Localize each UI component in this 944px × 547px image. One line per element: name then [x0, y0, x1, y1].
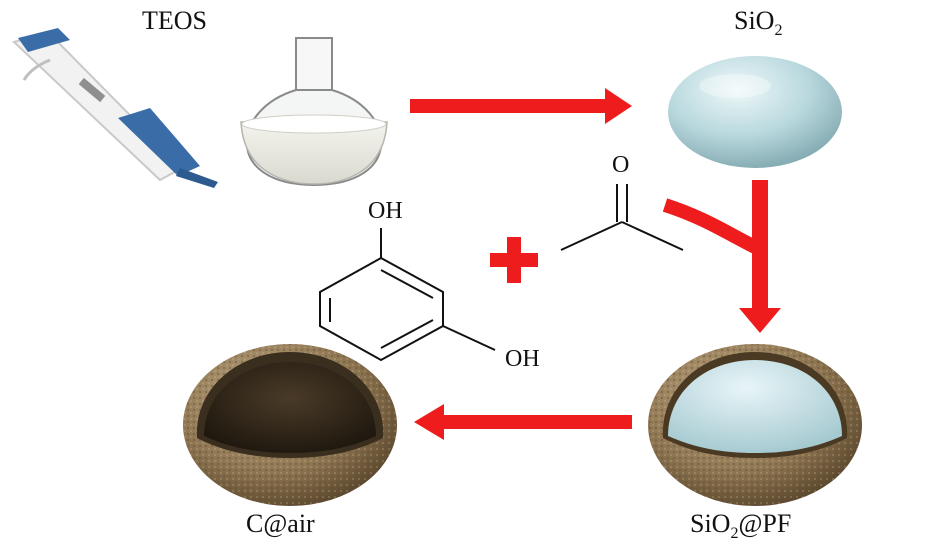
- hollow-carbon-sphere-icon: [183, 344, 397, 506]
- silica-label: SiO2: [734, 6, 782, 39]
- teos-label: TEOS: [142, 6, 207, 35]
- resorcinol-oh-top: OH: [368, 198, 403, 224]
- arrow-to-hollow-carbon: [414, 404, 632, 440]
- pipette-icon: [12, 28, 218, 188]
- resorcinol-structure: [319, 228, 496, 362]
- arrow-to-silica: [410, 88, 632, 124]
- resorcinol-oh-bottom: OH: [505, 346, 540, 372]
- silica-sphere-icon: [668, 56, 842, 168]
- arrow-to-core-shell: [662, 180, 781, 333]
- acetone-structure: [560, 184, 684, 251]
- acetone-o: O: [612, 152, 629, 178]
- hollow-carbon-label: C@air: [246, 509, 315, 538]
- core-shell-sphere-icon: [648, 344, 862, 506]
- core-shell-label: SiO2@PF: [690, 509, 791, 542]
- plus-icon: [490, 237, 538, 283]
- flask-icon: [240, 37, 388, 187]
